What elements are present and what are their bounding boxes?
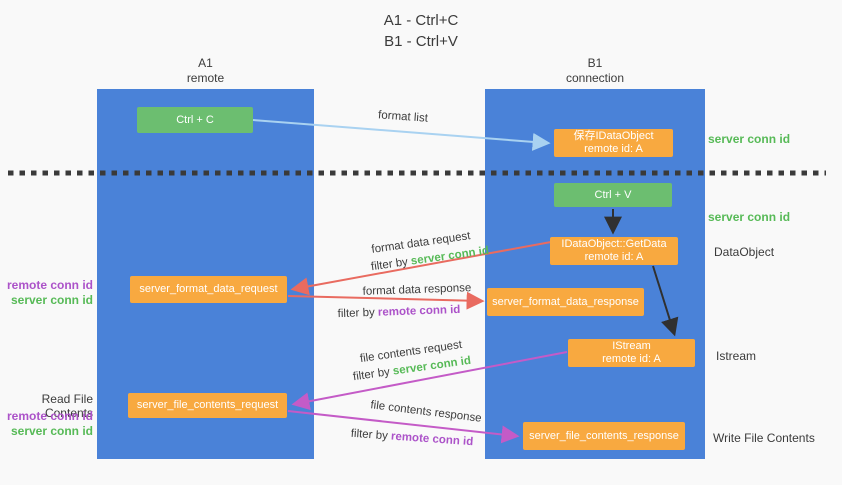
filter-by-text: filter by: [350, 427, 389, 443]
lane-a1-name: A1: [198, 56, 213, 70]
ctrl-v-label: Ctrl + V: [594, 188, 632, 201]
save-idataobject-line2: remote id: A: [584, 143, 643, 155]
lane-b1-subtitle: connection: [565, 71, 625, 85]
server-format-data-request-label: server_format_data_request: [139, 283, 278, 295]
title-line-b1: B1 - Ctrl+V: [384, 33, 458, 50]
getdata-line2: remote id: A: [584, 251, 644, 263]
node-save-idataobject: 保存IDataObject remote id: A: [554, 129, 673, 157]
node-server-format-data-request: server_format_data_request: [130, 276, 287, 303]
filter-by-text: filter by: [352, 366, 391, 384]
node-istream: IStream remote id: A: [568, 339, 695, 367]
lane-a1-subtitle: remote: [186, 71, 225, 85]
read-file-contents-annotation: Read File Contents: [41, 392, 93, 420]
node-server-file-contents-request: server_file_contents_request: [128, 393, 287, 418]
filter-by-remote-conn-id-label-2: filter by remote conn id: [350, 428, 473, 449]
dataobject-annotation: DataObject: [714, 245, 775, 259]
istream-annotation: Istream: [716, 349, 757, 363]
diagram-title: A1 - Ctrl+C B1 - Ctrl+V: [0, 10, 842, 52]
node-server-format-data-response: server_format_data_response: [487, 288, 644, 316]
server-conn-id-annotation-left-1: server conn id: [10, 293, 93, 307]
server-file-contents-response-label: server_file_contents_response: [529, 429, 679, 442]
istream-line2: remote id: A: [602, 353, 661, 365]
title-line-a1: A1 - Ctrl+C: [383, 12, 459, 29]
lane-b1-name: B1: [587, 56, 603, 70]
lane-header-b1: B1 connection: [485, 56, 705, 86]
format-data-response-label: format data response: [362, 282, 472, 298]
ctrl-c-label: Ctrl + C: [176, 113, 214, 126]
server-conn-id-annotation-2: server conn id: [708, 210, 791, 224]
remote-conn-id-annotation-1: remote conn id: [6, 278, 93, 292]
getdata-line1: IDataObject::GetData: [561, 238, 667, 250]
format-list-label: format list: [377, 109, 429, 125]
server-conn-id-annotation-left-2: server conn id: [10, 424, 93, 438]
node-server-file-contents-response: server_file_contents_response: [523, 422, 685, 450]
server-conn-id-annotation-1: server conn id: [708, 132, 791, 146]
save-idataobject-line1: 保存IDataObject: [573, 130, 654, 142]
remote-conn-id-annotation-2: remote conn id: [6, 409, 93, 423]
write-file-contents-annotation: Write File Contents: [713, 431, 815, 445]
filter-by-remote-conn-id-label-1: filter by remote conn id: [337, 304, 460, 320]
filter-by-text: filter by: [370, 256, 409, 274]
node-ctrl-c: Ctrl + C: [137, 107, 253, 133]
conn-id-pair-1: remote conn id server conn id: [0, 278, 93, 308]
remote-conn-id-key: remote conn id: [390, 430, 474, 449]
node-ctrl-v: Ctrl + V: [554, 183, 672, 207]
remote-conn-id-key: remote conn id: [377, 303, 461, 319]
server-file-contents-request-label: server_file_contents_request: [136, 399, 279, 411]
filter-by-text: filter by: [337, 306, 375, 321]
istream-line1: IStream: [612, 340, 651, 352]
node-idataobject-getdata: IDataObject::GetData remote id: A: [550, 237, 678, 265]
lane-header-a1: A1 remote: [97, 56, 314, 86]
file-contents-response-label: file contents response: [369, 399, 483, 425]
server-format-data-response-label: server_format_data_response: [492, 295, 639, 308]
conn-id-pair-2: remote conn id server conn id: [0, 409, 93, 439]
